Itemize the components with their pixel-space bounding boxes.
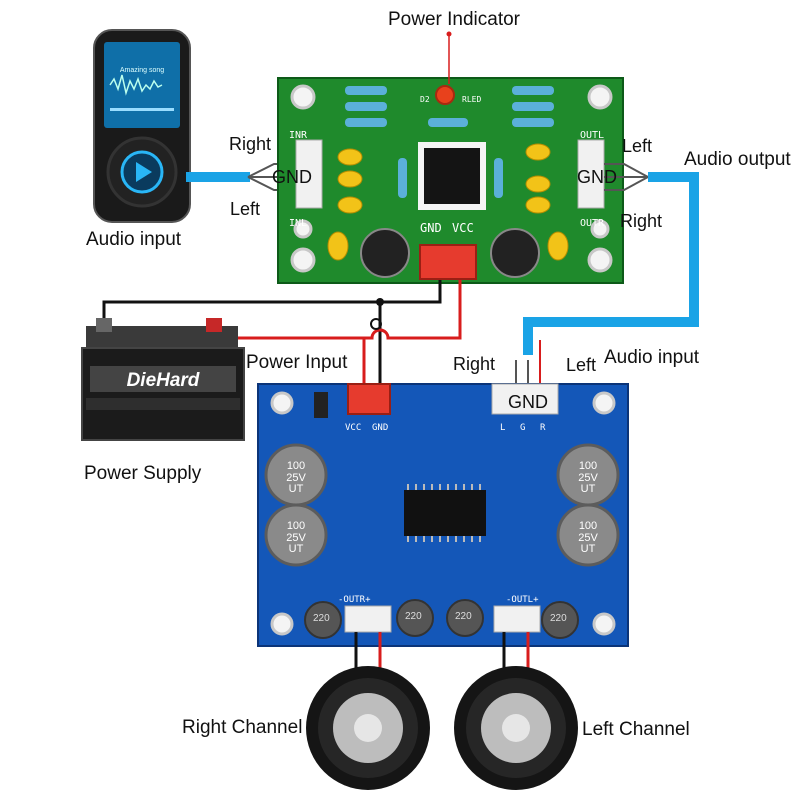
right-speaker-connector xyxy=(344,605,392,633)
op-amp-chip xyxy=(424,148,480,204)
left-speaker xyxy=(454,666,578,790)
right-channel-label: Right Channel xyxy=(182,717,303,738)
mp3-player: Amazing song xyxy=(93,29,191,223)
audio-output-label: Audio output xyxy=(684,149,791,170)
amp-right-label: Right xyxy=(453,354,496,374)
play-icon xyxy=(136,162,152,182)
amp-left-label: Left xyxy=(566,355,597,375)
output-left-label: Left xyxy=(622,136,653,156)
resistors xyxy=(345,86,554,198)
amp-audio-input-label: Audio input xyxy=(604,347,700,368)
silk-gnd: GND xyxy=(420,221,442,235)
output-connector xyxy=(577,139,605,209)
electrolytic-cap-left xyxy=(360,228,410,278)
inductor-label: 220 xyxy=(455,611,472,622)
silk-d2: D2 xyxy=(420,95,430,104)
power-indicator-label: Power Indicator xyxy=(388,9,521,30)
power-input-label: Power Input xyxy=(246,352,348,373)
input-gnd-label: GND xyxy=(272,167,312,187)
input-left-label: Left xyxy=(230,199,261,219)
silk-inr: INR xyxy=(289,130,308,141)
input-connector xyxy=(295,139,323,209)
power-led xyxy=(435,85,455,105)
silk-amp-outl: -OUTL+ xyxy=(506,595,539,605)
silk-amp-gnd: GND xyxy=(372,423,388,433)
audio-output-cable xyxy=(523,172,699,355)
amp-gnd-label: GND xyxy=(508,392,548,412)
battery: DieHard xyxy=(81,318,245,441)
inductors xyxy=(304,599,579,639)
battery-brand: DieHard xyxy=(127,370,200,391)
left-speaker-connector xyxy=(493,605,541,633)
right-speaker xyxy=(306,666,430,790)
silk-amp-r: R xyxy=(540,423,546,433)
amp-chip xyxy=(404,490,486,536)
inductor-label: 220 xyxy=(405,611,422,622)
preamp-power-connector xyxy=(419,244,477,280)
output-right-label: Right xyxy=(620,211,663,231)
output-gnd-label: GND xyxy=(577,167,617,187)
silk-rled: RLED xyxy=(462,95,481,104)
preamp-board: D2 RLED INR INL OUTL OUTR GND VCC xyxy=(277,77,624,284)
electrolytic-cap-right xyxy=(490,228,540,278)
left-channel-label: Left Channel xyxy=(582,719,690,740)
silk-amp-vcc: VCC xyxy=(345,423,361,433)
power-wires xyxy=(102,280,462,394)
silk-vcc: VCC xyxy=(452,221,474,235)
input-right-label: Right xyxy=(229,134,272,154)
audio-input-cable xyxy=(186,172,250,182)
amp-input-connector xyxy=(491,383,559,415)
filter-capacitors xyxy=(264,443,620,567)
amp-board: VCC GND L G R -OUTR+ -OUTL+ xyxy=(257,383,629,647)
amp-power-connector xyxy=(347,383,391,415)
silk-outr: OUTR xyxy=(580,218,605,229)
silk-outl: OUTL xyxy=(580,130,604,141)
silk-amp-l: L xyxy=(500,423,505,433)
inductor-label: 220 xyxy=(313,613,330,624)
audio-input-label: Audio input xyxy=(86,229,182,250)
silk-amp-g: G xyxy=(520,423,525,433)
song-title: Amazing song xyxy=(120,67,164,74)
power-supply-label: Power Supply xyxy=(84,463,202,484)
silk-amp-outr: -OUTR+ xyxy=(338,595,371,605)
inductor-label: 220 xyxy=(550,613,567,624)
silk-inl: INL xyxy=(289,218,307,229)
